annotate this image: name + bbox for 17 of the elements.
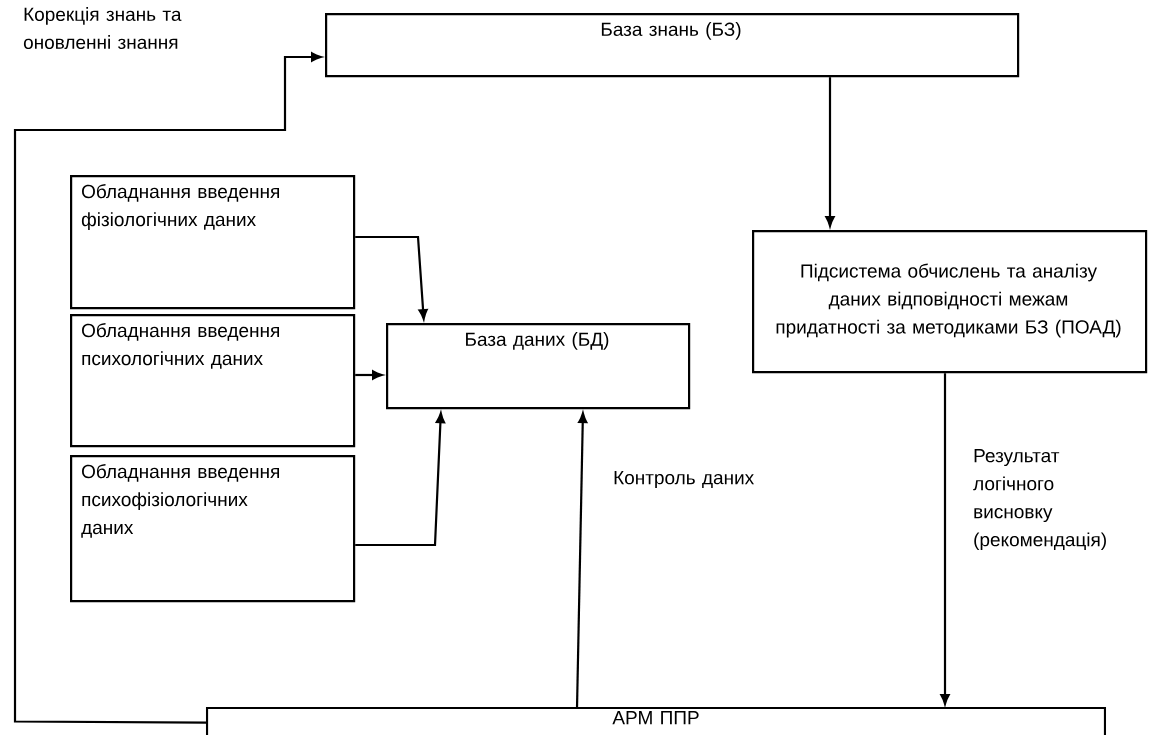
arrow [13,52,322,724]
arrow [940,373,950,705]
edge-label: Контроль даних [614,471,754,489]
process-box: База знань (БЗ) [325,13,1020,78]
edge-label: Корекція знань та оновленні знання [23,7,182,50]
arrow [825,77,835,227]
process-box: База даних (БД) [386,323,691,410]
process-box: Обладнання введення психофізіологічних даних [70,455,356,603]
arrow [355,235,428,320]
arrow [355,412,446,547]
process-box: АРМ ППР [205,706,1107,735]
process-box: Підсистема обчислень та аналізу даних відповідності межам придатності за методиками БЗ (ПОАД) [752,230,1148,374]
edge-label: Результат логічного висновку (рекомендація) [973,449,1106,551]
process-box: Обладнання введення фізіологічних даних [70,175,356,310]
arrow [355,370,383,380]
process-box: Обладнання введення психологічних даних [70,314,356,448]
arrow [575,412,588,708]
